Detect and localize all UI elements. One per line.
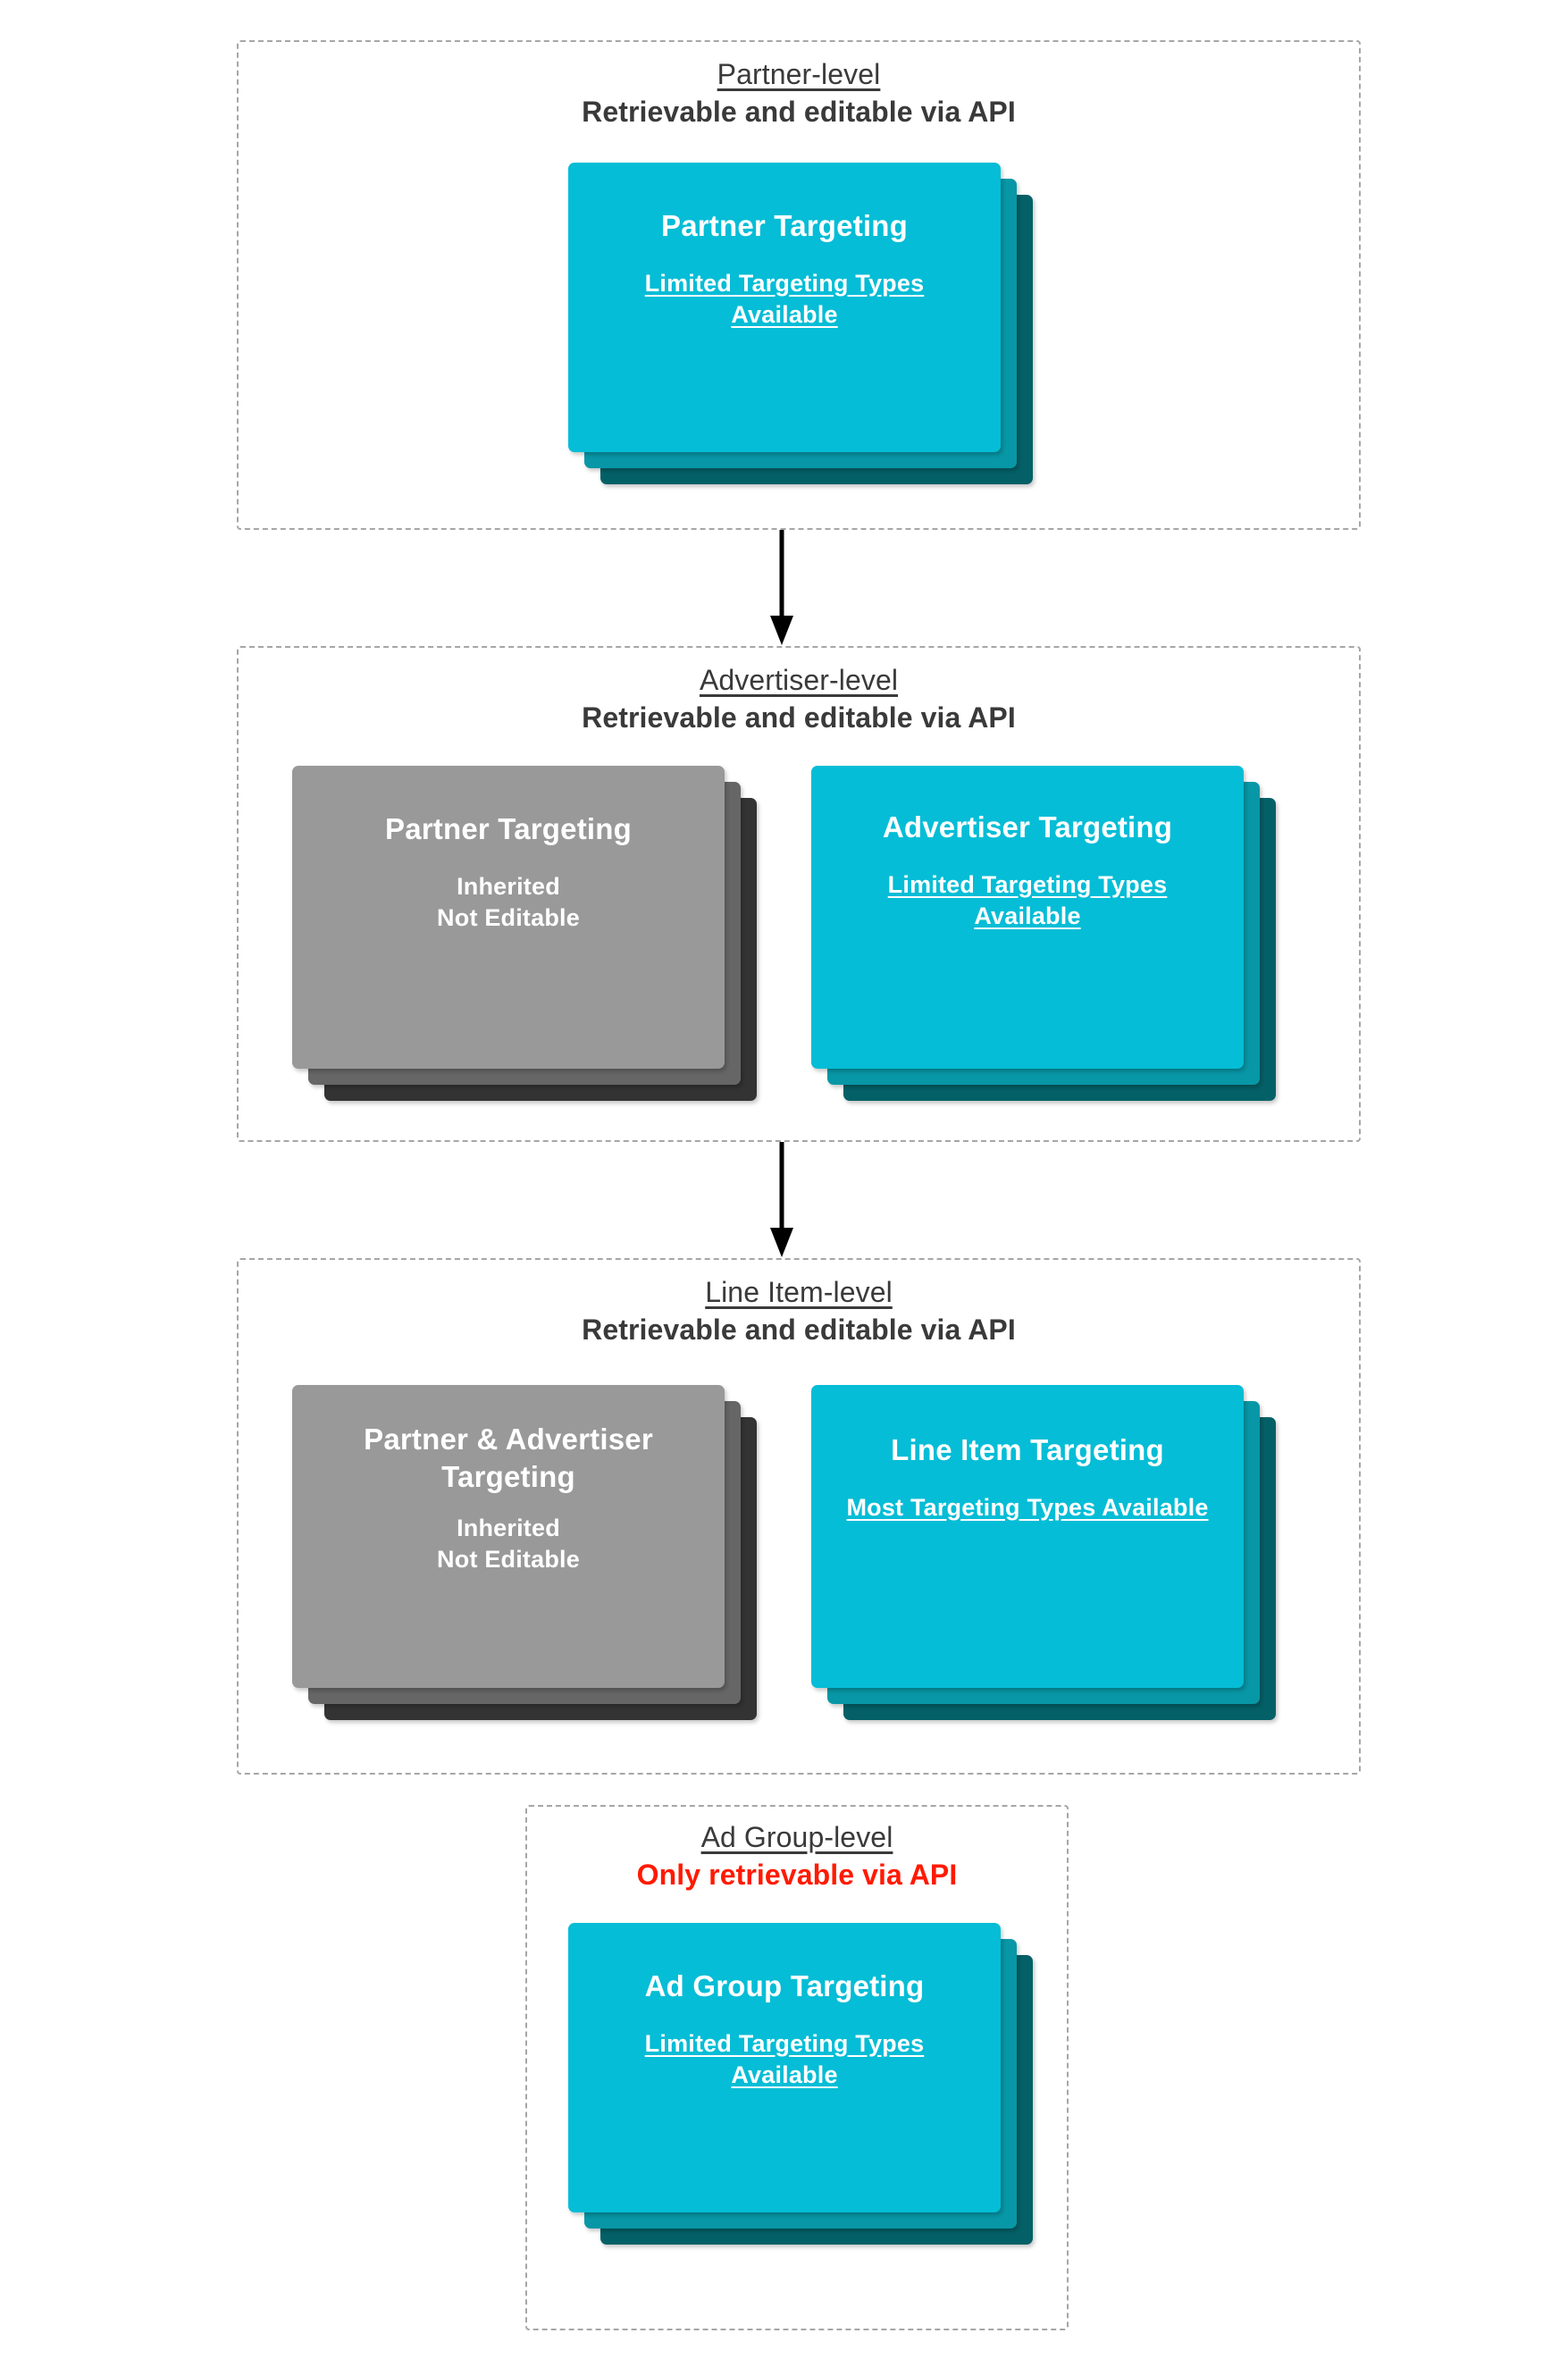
card-stack-ad-group-targeting[interactable]: Ad Group Targeting Limited Targeting Typ… (568, 1923, 1033, 2245)
card-layer-front (292, 766, 725, 1069)
card-subtitle: Inherited Not Editable (437, 1515, 580, 1574)
level-api-note-ad-group: Only retrievable via API (636, 1858, 958, 1891)
level-container-ad-group: Ad Group-level Only retrievable via API … (525, 1805, 1069, 2330)
level-heading-advertiser: Advertiser-level Retrievable and editabl… (239, 648, 1359, 735)
card-body-partner-targeting-inherited: Partner Targeting Inherited Not Editable (292, 766, 725, 934)
level-container-line-item: Line Item-level Retrievable and editable… (237, 1258, 1361, 1775)
card-title: Partner Targeting (660, 209, 908, 242)
card-title: Ad Group Targeting (644, 1969, 925, 2002)
card-stack-partner-targeting-inherited[interactable]: Partner Targeting Inherited Not Editable (292, 766, 757, 1101)
level-heading-line-item: Line Item-level Retrievable and editable… (239, 1260, 1359, 1347)
level-api-note-line-item: Retrievable and editable via API (582, 1313, 1016, 1346)
card-body-partner-advertiser-targeting-inherited: Partner & Advertiser Targeting Inherited… (292, 1385, 725, 1575)
level-api-note-partner: Retrievable and editable via API (582, 95, 1016, 128)
card-stack-partner-advertiser-targeting-inherited[interactable]: Partner & Advertiser Targeting Inherited… (292, 1385, 757, 1720)
card-title: Partner Targeting (384, 812, 632, 845)
card-layer-front (811, 1385, 1244, 1688)
card-title: Partner & Advertiser Targeting (364, 1423, 653, 1493)
arrow-advertiser-to-line-item (767, 1142, 796, 1258)
card-stack-line-item-targeting[interactable]: Line Item Targeting Most Targeting Types… (811, 1385, 1276, 1720)
level-container-partner: Partner-level Retrievable and editable v… (237, 40, 1361, 530)
level-title-advertiser: Advertiser-level (699, 664, 899, 696)
arrow-partner-to-advertiser (767, 530, 796, 646)
card-subtitle: Limited Targeting Types Available (644, 2029, 925, 2088)
level-title-line-item: Line Item-level (705, 1276, 893, 1308)
level-container-advertiser: Advertiser-level Retrievable and editabl… (237, 646, 1361, 1142)
card-title: Line Item Targeting (891, 1433, 1164, 1466)
card-body-line-item-targeting: Line Item Targeting Most Targeting Types… (811, 1385, 1244, 1523)
card-stack-partner-targeting[interactable]: Partner Targeting Limited Targeting Type… (568, 163, 1033, 484)
card-layer-front (568, 1923, 1001, 2212)
card-layer-front (568, 163, 1001, 452)
level-heading-ad-group: Ad Group-level Only retrievable via API (527, 1807, 1067, 1893)
card-subtitle: Inherited Not Editable (437, 872, 580, 931)
card-layer-front (811, 766, 1244, 1069)
level-heading-partner: Partner-level Retrievable and editable v… (239, 42, 1359, 130)
card-body-ad-group-targeting: Ad Group Targeting Limited Targeting Typ… (568, 1923, 1001, 2091)
card-subtitle: Limited Targeting Types Available (887, 870, 1168, 929)
card-subtitle: Limited Targeting Types Available (644, 269, 925, 328)
card-body-partner-targeting: Partner Targeting Limited Targeting Type… (568, 163, 1001, 331)
card-title: Advertiser Targeting (882, 810, 1173, 844)
level-title-ad-group: Ad Group-level (700, 1821, 893, 1853)
arrow-down-icon (770, 530, 793, 645)
card-stack-advertiser-targeting[interactable]: Advertiser Targeting Limited Targeting T… (811, 766, 1276, 1101)
level-api-note-advertiser: Retrievable and editable via API (582, 701, 1016, 734)
level-title-partner: Partner-level (717, 58, 881, 90)
arrow-down-icon (770, 1142, 793, 1257)
card-subtitle: Most Targeting Types Available (846, 1493, 1209, 1521)
card-layer-front (292, 1385, 725, 1688)
card-body-advertiser-targeting: Advertiser Targeting Limited Targeting T… (811, 766, 1244, 932)
